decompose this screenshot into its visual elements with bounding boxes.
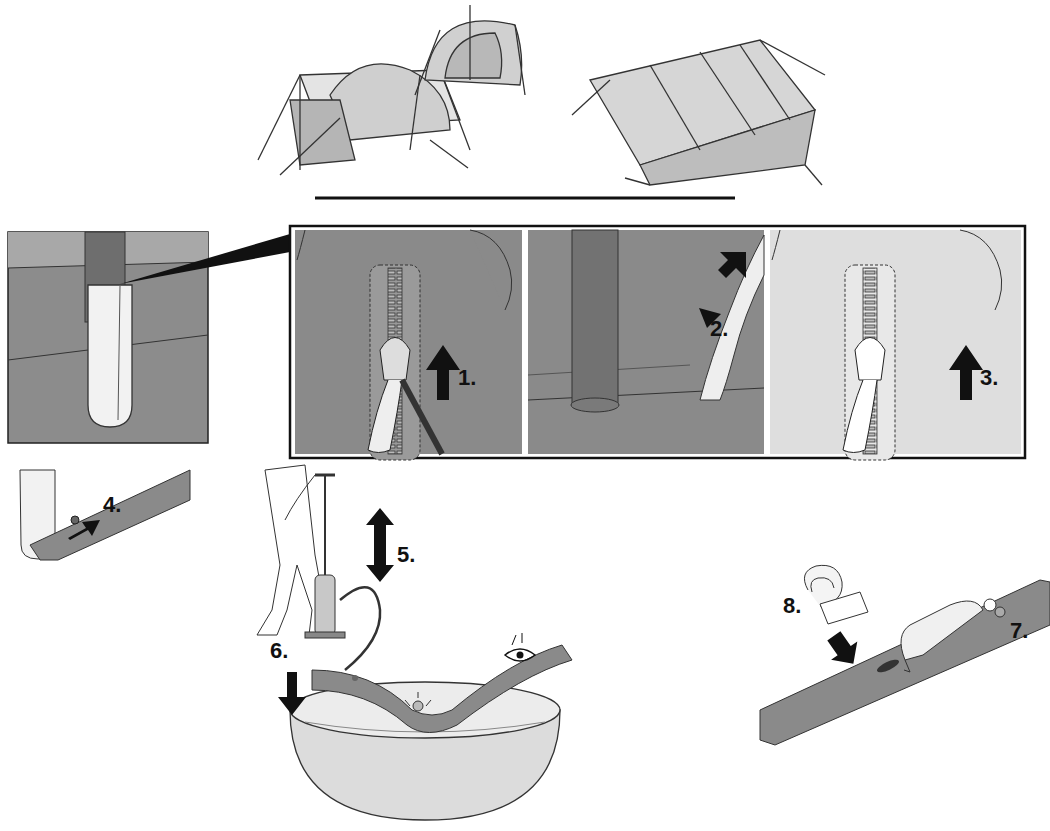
divider-line <box>315 197 735 200</box>
inset-detail <box>8 232 290 443</box>
step-frame <box>290 226 1025 458</box>
callout-number: 5. <box>397 544 415 566</box>
callout-number: 2. <box>710 318 728 340</box>
patch-repair <box>760 565 1050 745</box>
leak-test <box>257 465 572 820</box>
callout-number: 4. <box>103 494 121 516</box>
tent-models <box>258 5 825 185</box>
zipper-panel <box>770 230 1021 460</box>
zipper-panel <box>295 230 522 460</box>
callout-number: 3. <box>980 367 998 389</box>
callout-number: 6. <box>270 640 288 662</box>
tube-insert <box>20 470 190 560</box>
callout-number: 1. <box>458 367 476 389</box>
callout-number: 7. <box>1010 620 1028 642</box>
callout-number: 8. <box>783 595 801 617</box>
tube-panel <box>528 230 764 454</box>
